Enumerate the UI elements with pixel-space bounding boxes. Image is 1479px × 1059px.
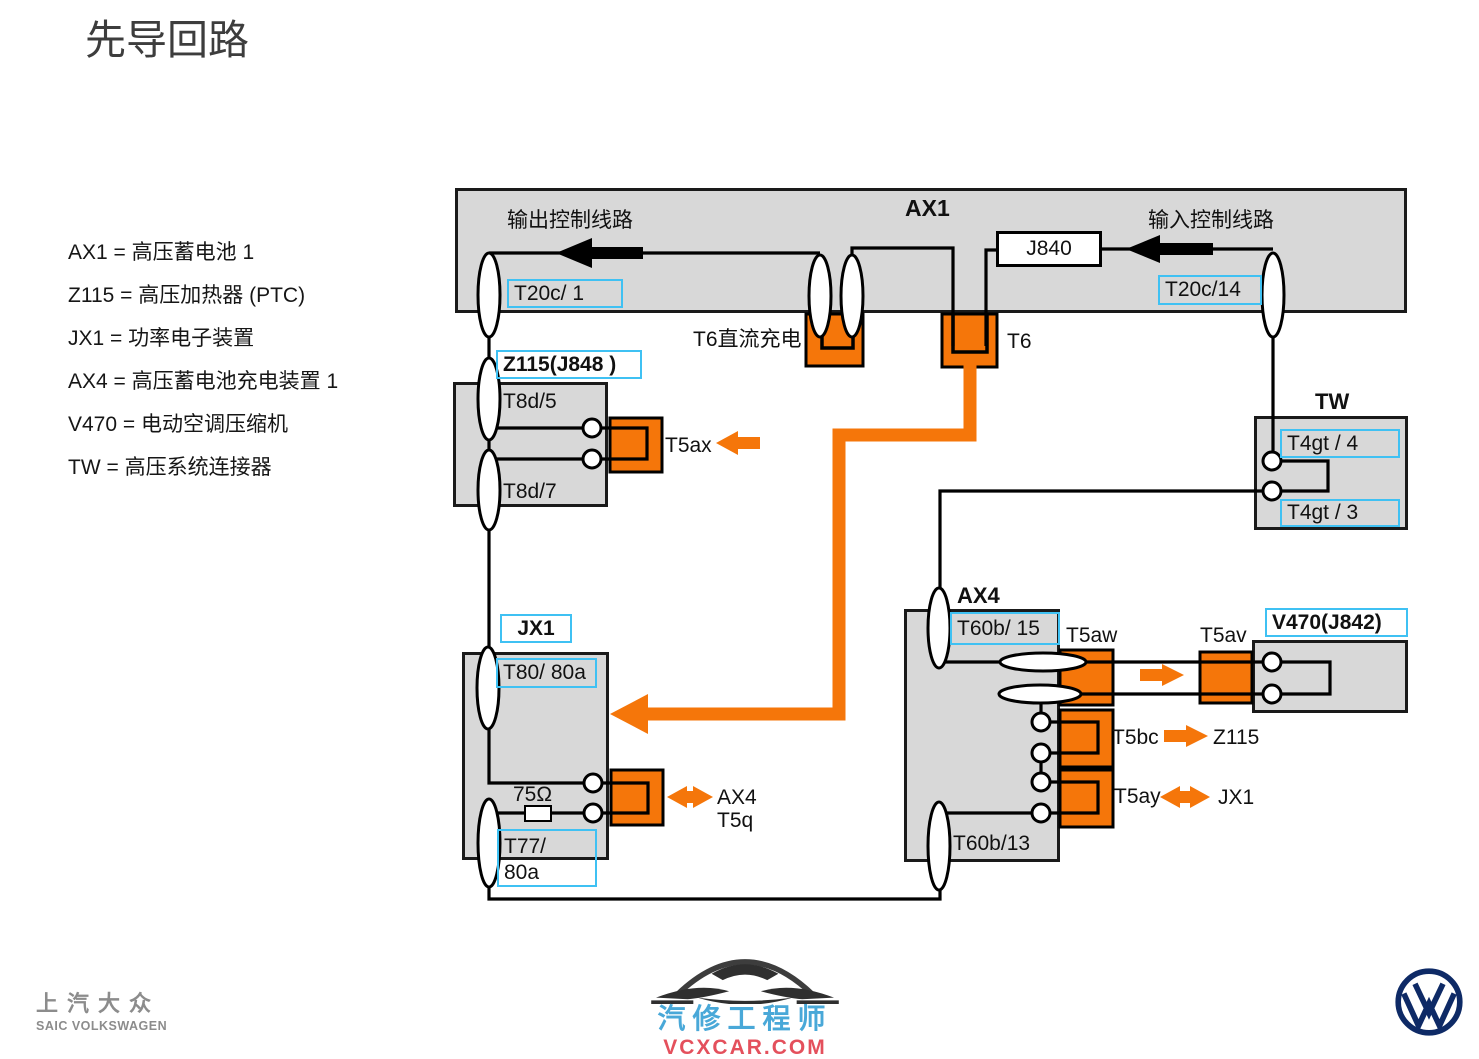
t5ay-arrow-left-icon xyxy=(1160,786,1180,808)
resistor-box xyxy=(524,805,552,822)
page-title: 先导回路 xyxy=(85,17,249,63)
pin-t4gt3-label: T4gt / 3 xyxy=(1287,501,1359,524)
t5q-target-label: AX4 xyxy=(717,786,757,809)
pin-t60b15-label: T60b/ 15 xyxy=(957,616,1040,640)
t5aw-label: T5aw xyxy=(1066,624,1118,647)
car-logo-icon xyxy=(651,959,839,1004)
pin-t20c1: T20c/ 1 xyxy=(507,279,623,308)
j840-relay-box: J840 xyxy=(996,231,1102,267)
j840-label: J840 xyxy=(1026,237,1072,261)
pin-t20c14-label: T20c/14 xyxy=(1165,278,1241,301)
t5bc-arrow-icon xyxy=(1186,725,1208,747)
t5aw-arrow-icon xyxy=(1162,664,1184,686)
tw-title: TW xyxy=(1315,389,1350,414)
connector-t5q xyxy=(609,768,665,827)
t5bc-label: T5bc xyxy=(1112,726,1159,749)
legend-item: Z115 = 高压加热器 (PTC) xyxy=(68,283,306,307)
pilot-arrowhead xyxy=(610,694,648,734)
jx1-title: JX1 xyxy=(517,616,555,640)
watermark-url: VCXCAR.COM xyxy=(663,1035,827,1059)
ax1-output-label: 输出控制线路 xyxy=(507,209,633,232)
pin-t20c1-label: T20c/ 1 xyxy=(514,281,585,305)
t5bc-target-label: Z115 xyxy=(1213,726,1260,749)
pin-t77-line1: T77/ xyxy=(504,835,547,858)
t5q-arrow-left-icon xyxy=(667,786,687,808)
pin-t8d5: T8d/5 xyxy=(503,390,557,413)
pin-t60b15: T60b/ 15 xyxy=(950,612,1060,645)
connector-t5av xyxy=(1198,650,1254,705)
legend-item: JX1 = 功率电子装置 xyxy=(68,326,255,350)
legend-item: AX1 = 高压蓄电池 1 xyxy=(68,240,255,264)
legend: AX1 = 高压蓄电池 1 Z115 = 高压加热器 (PTC) JX1 = 功… xyxy=(68,229,338,487)
t6dc-label: T6直流充电 xyxy=(693,328,802,351)
pin-t20c14: T20c/14 xyxy=(1158,275,1262,305)
watermark: 汽修工程师 VCXCAR.COM xyxy=(615,942,875,1059)
wire-t6dc-notch xyxy=(820,315,855,350)
ax4-title: AX4 xyxy=(957,583,1000,608)
vw-logo-icon xyxy=(1395,968,1463,1036)
t5ay-arrow-right-icon xyxy=(1190,786,1210,808)
v470-title: V470(J842) xyxy=(1272,610,1382,634)
connector-t5ay xyxy=(1058,768,1115,829)
pin-t4gt3: T4gt / 3 xyxy=(1280,499,1400,527)
v470-title-box: V470(J842) xyxy=(1265,608,1408,637)
wire-t6-notch xyxy=(951,315,989,354)
connector-t5aw xyxy=(1058,648,1115,707)
t5av-label: T5av xyxy=(1200,624,1247,647)
ax1-title: AX1 xyxy=(905,195,950,221)
connector-t6 xyxy=(940,312,999,369)
z115-title-box: Z115(J848 ) xyxy=(496,350,642,379)
z115-title: Z115(J848 ) xyxy=(503,352,617,376)
pin-t77-line2: 80a xyxy=(504,861,540,884)
pin-t80-80a-label: T80/ 80a xyxy=(503,661,586,684)
ax4-box xyxy=(904,609,1060,862)
v470-box xyxy=(1252,640,1408,713)
connector-t5ax xyxy=(608,416,664,474)
t5ax-arrow-icon xyxy=(716,431,738,455)
t5ay-target-label: JX1 xyxy=(1218,786,1255,809)
legend-item: AX4 = 高压蓄电池充电装置 1 xyxy=(68,369,339,393)
connector-t5bc xyxy=(1058,708,1115,769)
pin-t60b13: T60b/13 xyxy=(953,832,1031,855)
legend-item: TW = 高压系统连接器 xyxy=(68,455,272,479)
t5ax-label: T5ax xyxy=(665,434,712,457)
connector-t6dc xyxy=(804,312,865,368)
t5ay-label: T5ay xyxy=(1114,785,1161,808)
t5q-label: T5q xyxy=(717,809,754,832)
t5q-arrow-right-icon xyxy=(693,786,713,808)
pin-t4gt4: T4gt / 4 xyxy=(1280,429,1400,458)
jx1-title-box: JX1 xyxy=(500,614,572,643)
t6-label: T6 xyxy=(1007,330,1032,353)
pin-t8d7: T8d/7 xyxy=(503,480,557,503)
pin-t77-80a: T77/ 80a xyxy=(497,829,597,887)
resistor-label: 75Ω xyxy=(513,783,553,806)
pin-t80-80a: T80/ 80a xyxy=(496,658,597,688)
saic-logo-en: SAIC VOLKSWAGEN xyxy=(36,1019,168,1033)
legend-item: V470 = 电动空调压缩机 xyxy=(68,412,288,436)
pin-t4gt4-label: T4gt / 4 xyxy=(1287,431,1359,455)
watermark-cn: 汽修工程师 xyxy=(657,1003,833,1034)
saic-logo-cn: 上汽大众 xyxy=(36,991,161,1016)
ax1-input-label: 输入控制线路 xyxy=(1148,209,1274,232)
